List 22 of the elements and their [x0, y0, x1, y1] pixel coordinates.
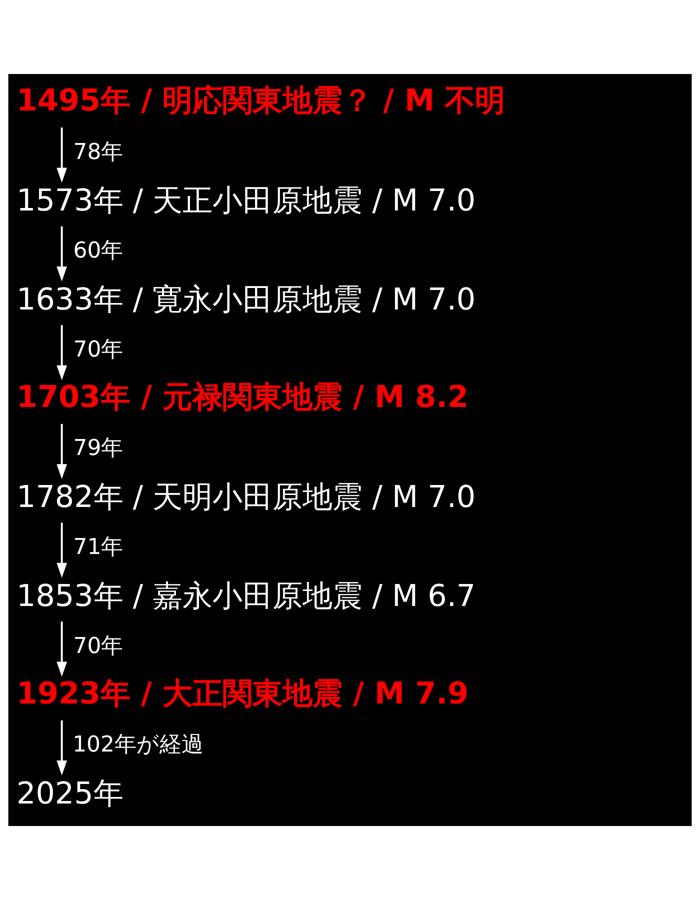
arrow	[56, 423, 68, 478]
node-text: 1782年 / 天明小田原地震 / M 7.0	[16, 480, 476, 515]
arrow	[56, 226, 68, 281]
edge-label: 78年	[73, 139, 124, 164]
node-text: 1633年 / 寛永小田原地震 / M 7.0	[16, 282, 476, 317]
node-text: 2025年	[16, 776, 124, 811]
arrow	[56, 127, 68, 182]
edge-label: 70年	[73, 336, 124, 362]
arrow	[56, 324, 68, 380]
edge-label: 70年	[73, 633, 124, 658]
edge-label: 71年	[73, 534, 124, 560]
node-text: 1703年 / 元禄関東地震 / M 8.2	[16, 379, 469, 414]
node-text: 1923年 / 大正関東地震 / M 7.9	[16, 676, 469, 711]
arrow	[56, 621, 68, 676]
edge-label: 60年	[73, 238, 124, 264]
arrow	[56, 720, 68, 775]
edge-label: 102年が経過	[72, 732, 204, 758]
arrow	[56, 522, 68, 578]
node-text: 1853年 / 嘉永小田原地震 / M 6.7	[16, 578, 476, 614]
node-text: 1573年 / 天正小田原地震 / M 7.0	[16, 183, 476, 218]
edge-label: 79年	[73, 436, 124, 461]
node-text: 1495年 / 明応関東地震？ / M 不明	[16, 83, 506, 118]
